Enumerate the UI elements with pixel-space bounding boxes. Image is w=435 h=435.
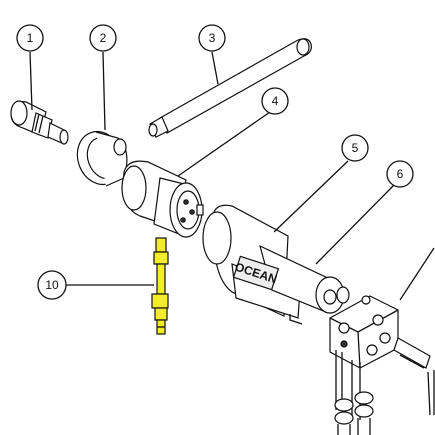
part-1-connector	[10, 100, 69, 145]
callout-5-label: 5	[352, 141, 359, 155]
part-5-housing: OCEAN	[202, 204, 350, 325]
callout-6: 6	[386, 160, 414, 188]
callout-4-label: 4	[272, 94, 279, 108]
part-4-cylinder	[121, 160, 204, 238]
callout-3-label: 3	[209, 31, 216, 45]
callout-10: 10	[37, 270, 67, 300]
callout-1-label: 1	[27, 31, 34, 45]
callout-2-label: 2	[100, 31, 107, 45]
callout-5: 5	[341, 134, 369, 162]
callout-1: 1	[16, 24, 44, 52]
part-10-valve	[151, 237, 169, 335]
callout-10-label: 10	[45, 278, 59, 292]
part-3-rod	[148, 38, 312, 138]
callout-2: 2	[89, 24, 117, 52]
part-2-ring	[76, 130, 128, 187]
callout-4: 4	[261, 87, 289, 115]
callout-6-label: 6	[397, 167, 404, 181]
callout-3: 3	[198, 24, 226, 52]
leader-lines	[29, 51, 435, 301]
part-6-manifold	[329, 295, 435, 435]
